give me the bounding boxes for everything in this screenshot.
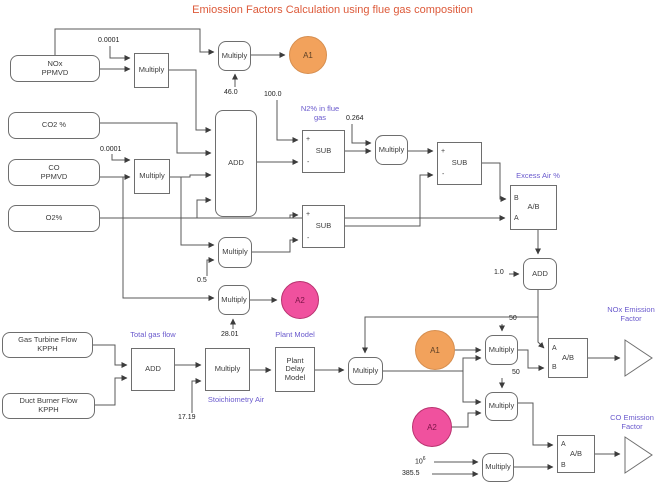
sub-n2-minus-port: - xyxy=(307,159,310,166)
sub-net-minus-port: - xyxy=(307,235,310,242)
co-input-block[interactable]: CO PPMVD xyxy=(8,159,100,186)
const-ten-exp: 6 xyxy=(422,456,426,462)
sub-excess-minus-port: - xyxy=(442,171,445,178)
a1-tag-circle-bottom[interactable]: A1 xyxy=(415,330,455,370)
nox-input-block[interactable]: NOx PPMVD xyxy=(10,55,100,82)
multiply-stoich-block[interactable]: Multiply xyxy=(205,348,250,391)
annotation-n2-flue: N2% in flue gas xyxy=(300,104,340,122)
divide-co-a-port: A xyxy=(561,441,566,448)
sub-excess-plus-port: + xyxy=(441,148,446,155)
const-hundred: 100.0 xyxy=(264,91,282,98)
diagram-title: Emiossion Factors Calculation using flue… xyxy=(192,4,473,16)
a2-tag-circle-mid[interactable]: A2 xyxy=(281,281,319,319)
const-n2-factor: 0.264 xyxy=(346,115,364,122)
const-co-scale: 0.0001 xyxy=(100,146,122,153)
const-fifty-co: 50 xyxy=(512,369,520,376)
multiply-co-flow-block[interactable]: Multiply xyxy=(485,392,518,421)
nox-output-triangle[interactable] xyxy=(624,339,653,377)
divide-co-b-port: B xyxy=(561,462,566,469)
const-fifty-nox: 50 xyxy=(509,315,517,322)
multiply-molar-block[interactable]: Multiply xyxy=(482,453,514,482)
add-flue-gas-block[interactable]: ADD xyxy=(215,110,257,217)
annotation-excess-air: Excess Air % xyxy=(516,171,560,180)
const-molar-vol: 385.5 xyxy=(402,470,420,477)
divide-excess-b-port: B xyxy=(514,195,519,202)
gas-turbine-flow-block[interactable]: Gas Turbine Flow KPPH xyxy=(2,332,93,358)
divide-nox-a-port: A xyxy=(552,345,557,352)
const-ten-base: 10 xyxy=(415,458,423,466)
multiply-nox-mw-block[interactable]: Multiply xyxy=(218,41,251,71)
sub-net-plus-port: + xyxy=(306,211,311,218)
const-stoich: 17.19 xyxy=(178,414,196,421)
annotation-plant-model: Plant Model xyxy=(275,330,315,339)
annotation-nox-ef: NOx Emission Factor xyxy=(607,305,655,323)
co-output-triangle[interactable] xyxy=(624,436,653,474)
add-total-flow-block[interactable]: ADD xyxy=(131,348,175,391)
multiply-half-block[interactable]: Multiply xyxy=(218,237,252,268)
multiply-co-scale-block[interactable]: Multiply xyxy=(134,159,170,194)
multiply-n2-factor-block[interactable]: Multiply xyxy=(375,135,408,165)
multiply-nox-scale-block[interactable]: Multiply xyxy=(134,53,169,88)
const-mw-co: 28.01 xyxy=(221,331,239,338)
divide-excess-air-block[interactable]: A/B xyxy=(510,185,557,230)
const-one: 1.0 xyxy=(494,269,504,276)
sub-n2-block[interactable]: SUB xyxy=(302,130,345,173)
co2-input-block[interactable]: CO2 % xyxy=(8,112,100,139)
const-half: 0.5 xyxy=(197,277,207,284)
a2-tag-circle-bottom[interactable]: A2 xyxy=(412,407,452,447)
duct-burner-flow-block[interactable]: Duct Burner Flow KPPH xyxy=(2,393,95,419)
const-mw-no2: 46.0 xyxy=(224,89,238,96)
multiply-co-mw-block[interactable]: Multiply xyxy=(218,285,250,315)
divide-nox-b-port: B xyxy=(552,364,557,371)
divide-co-ef-block[interactable]: A/B xyxy=(557,435,595,473)
o2-input-block[interactable]: O2% xyxy=(8,205,100,232)
a1-tag-circle-top[interactable]: A1 xyxy=(289,36,327,74)
multiply-nox-flow-block[interactable]: Multiply xyxy=(485,335,518,365)
add-one-block[interactable]: ADD xyxy=(523,258,557,290)
divide-nox-ef-block[interactable]: A/B xyxy=(548,338,588,378)
plant-delay-model-block[interactable]: Plant Delay Model xyxy=(275,347,315,392)
const-ten-power: 106 xyxy=(415,456,426,465)
sub-n2-plus-port: + xyxy=(306,136,311,143)
multiply-air-flow-block[interactable]: Multiply xyxy=(348,357,383,385)
sub-net-o2-block[interactable]: SUB xyxy=(302,205,345,248)
divide-excess-a-port: A xyxy=(514,215,519,222)
const-nox-scale: 0.0001 xyxy=(98,37,120,44)
annotation-stoichiometry-air: Stoichiometry Air xyxy=(207,395,265,404)
sub-excess-o2-block[interactable]: SUB xyxy=(437,142,482,185)
annotation-co-ef: CO Emission Factor xyxy=(610,413,654,431)
annotation-total-gas-flow: Total gas flow xyxy=(130,330,176,339)
